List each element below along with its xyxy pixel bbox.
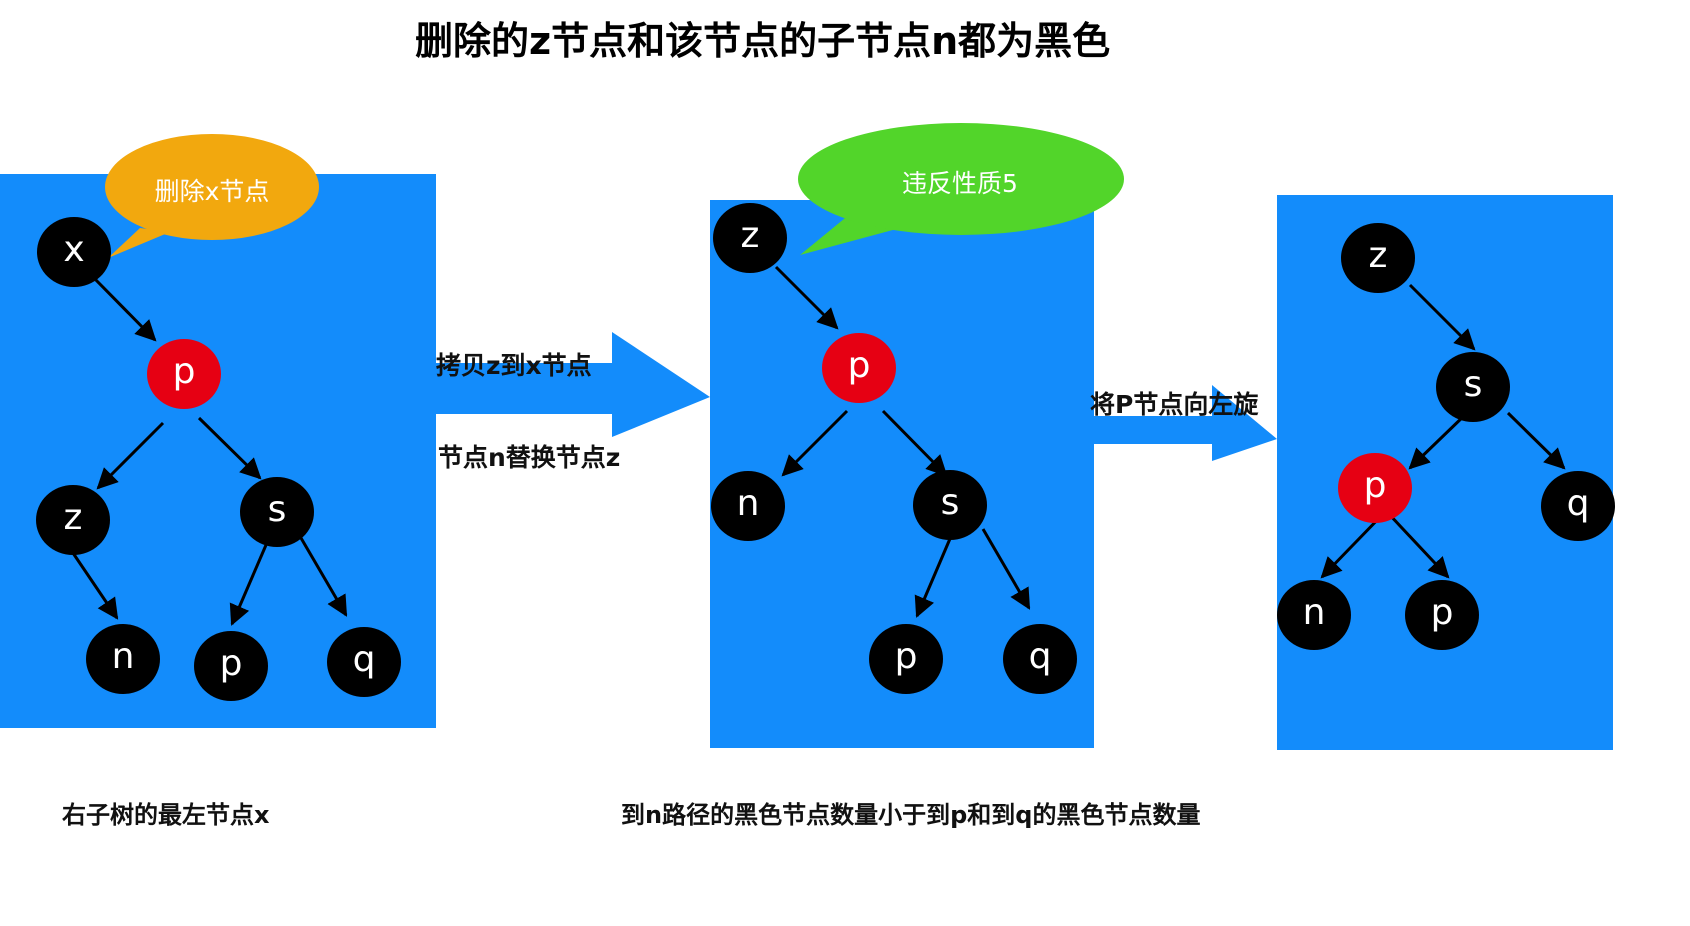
node-s: s bbox=[240, 477, 314, 547]
step-label-rotate: 将P节点向左旋 bbox=[1090, 390, 1259, 419]
node-p: p bbox=[822, 333, 896, 403]
node-n: n bbox=[86, 624, 160, 694]
caption-panel1: 右子树的最左节点x bbox=[62, 801, 270, 829]
tree-edges-panel2 bbox=[774, 265, 1031, 618]
speech-bubble-delete bbox=[105, 134, 319, 258]
node-q: q bbox=[1003, 624, 1077, 694]
caption-panel2: 到n路径的黑色节点数量小于到p和到q的黑色节点数量 bbox=[621, 801, 1201, 829]
node-z: z bbox=[713, 203, 787, 273]
node-p: p bbox=[1338, 453, 1412, 523]
node-s: s bbox=[1436, 352, 1510, 422]
step-label-replace: 节点n替换节点z bbox=[438, 443, 621, 472]
node-n: n bbox=[1277, 580, 1351, 650]
step-label-copy: 拷贝z到x节点 bbox=[436, 351, 592, 380]
bubble-label-violation: 违反性质5 bbox=[902, 169, 1018, 198]
node-z: z bbox=[36, 485, 110, 555]
bubble-label-delete: 删除x节点 bbox=[154, 177, 270, 206]
node-p-leaf: p bbox=[194, 631, 268, 701]
node-q: q bbox=[327, 627, 401, 697]
node-p-leaf: p bbox=[1405, 580, 1479, 650]
node-x: x bbox=[37, 217, 111, 287]
node-q: q bbox=[1541, 471, 1615, 541]
transition-arrow-copy bbox=[436, 332, 710, 437]
page-title: 删除的z节点和该节点的子节点n都为黑色 bbox=[415, 19, 1111, 63]
panel-after-rotate bbox=[1277, 195, 1613, 750]
speech-bubble-violation bbox=[798, 123, 1124, 255]
node-s: s bbox=[913, 470, 987, 540]
tree-edges-panel1 bbox=[71, 275, 348, 626]
node-n: n bbox=[711, 471, 785, 541]
tree-edges-panel3 bbox=[1320, 283, 1566, 579]
node-p: p bbox=[147, 339, 221, 409]
node-p-leaf: p bbox=[869, 624, 943, 694]
transition-arrow-rotate bbox=[1094, 385, 1277, 461]
node-z: z bbox=[1341, 223, 1415, 293]
